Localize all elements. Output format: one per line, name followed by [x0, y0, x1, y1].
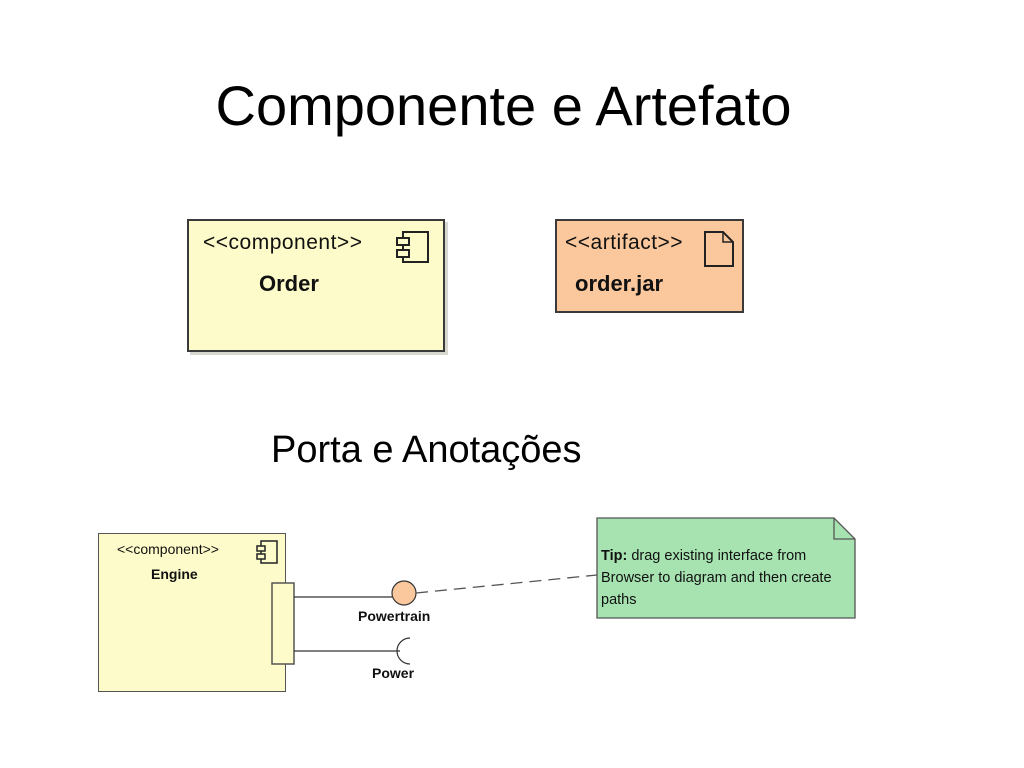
provided-interface-label: Powertrain: [358, 608, 431, 624]
artifact-document-icon: [704, 231, 734, 267]
note-fold: [833, 518, 855, 540]
note-anchor-line: [415, 574, 598, 594]
artifact-order-jar-box: <<artifact>> order.jar: [555, 219, 744, 313]
component-icon: [396, 231, 429, 263]
component-icon: [256, 540, 278, 564]
component-stereotype-label: <<component>>: [203, 231, 363, 254]
note-body: drag existing interface from Browser to …: [601, 548, 832, 608]
slide-title: Componente e Artefato: [215, 74, 792, 137]
note-tip-label: Tip:: [601, 548, 628, 564]
provided-interface-lollipop: [391, 580, 417, 606]
component-name-order: Order: [259, 271, 319, 296]
component-name-engine: Engine: [151, 566, 198, 582]
section-subtitle: Porta e Anotações: [271, 429, 582, 471]
note-text: Tip: drag existing interface from Browse…: [601, 545, 851, 611]
port-square: [271, 582, 295, 665]
note-shape: [596, 517, 856, 619]
artifact-name-order-jar: order.jar: [575, 271, 664, 296]
component-stereotype-label: <<component>>: [117, 541, 219, 557]
component-order-box: <<component>> Order: [187, 219, 445, 352]
component-engine-box: <<component>> Engine: [98, 533, 286, 692]
artifact-stereotype-label: <<artifact>>: [565, 231, 684, 254]
required-interface-socket: [396, 637, 411, 665]
required-interface-label: Power: [372, 665, 415, 681]
